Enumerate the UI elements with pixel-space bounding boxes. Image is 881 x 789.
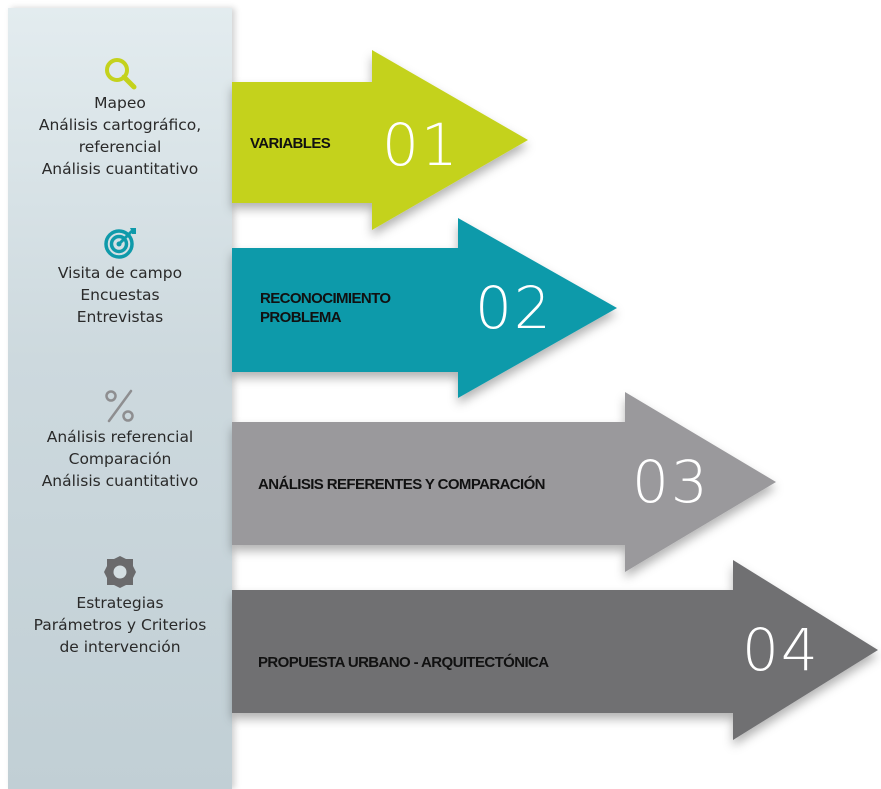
step-arrow-02: RECONOCIMIENTO PROBLEMA 02 xyxy=(232,218,617,398)
side-line: Visita de campo xyxy=(57,264,183,282)
percent-icon xyxy=(105,389,134,423)
side-block-mapeo: Mapeo Análisis cartográfico, referencial… xyxy=(8,56,232,180)
step-number: 02 xyxy=(475,274,553,342)
arrow-shape xyxy=(232,218,617,398)
side-line: Análisis referencial xyxy=(46,428,194,446)
left-panel xyxy=(8,8,232,789)
side-line: Análisis cuantitativo xyxy=(41,472,199,490)
side-line: Mapeo xyxy=(94,94,146,112)
step-arrow-04: PROPUESTA URBANO - ARQUITECTÓNICA 04 xyxy=(232,560,878,740)
step-label: PROBLEMA xyxy=(260,309,342,326)
arrow-shape xyxy=(232,392,776,572)
target-icon xyxy=(104,228,136,259)
side-block-referencial: Análisis referencial Comparación Análisi… xyxy=(8,388,232,492)
side-line: Encuestas xyxy=(80,286,160,304)
step-label: VARIABLES xyxy=(250,135,331,152)
side-block-campo: Visita de campo Encuestas Entrevistas xyxy=(8,226,232,328)
side-line: referencial xyxy=(78,138,162,156)
side-line: Estrategias xyxy=(76,594,164,612)
step-label: RECONOCIMIENTO xyxy=(260,290,391,307)
magnifier-icon xyxy=(105,58,137,90)
side-line: Entrevistas xyxy=(76,308,164,326)
arrow-shape xyxy=(232,560,878,740)
side-line: de intervención xyxy=(59,638,181,656)
side-line: Parámetros y Criterios xyxy=(33,616,207,634)
gear-icon xyxy=(104,556,136,588)
side-block-estrategias: Estrategias Parámetros y Criterios de in… xyxy=(8,554,232,658)
arrow-shape xyxy=(232,50,528,230)
side-line: Comparación xyxy=(68,450,172,468)
step-number: 01 xyxy=(382,111,460,179)
step-label: PROPUESTA URBANO - ARQUITECTÓNICA xyxy=(258,653,549,671)
side-line: Análisis cuantitativo xyxy=(41,160,199,178)
step-number: 04 xyxy=(742,616,820,684)
step-number: 03 xyxy=(632,448,710,516)
step-arrow-03: ANÁLISIS REFERENTES Y COMPARACIÓN 03 xyxy=(232,392,776,572)
step-label: ANÁLISIS REFERENTES Y COMPARACIÓN xyxy=(258,475,545,493)
side-line: Análisis cartográfico, xyxy=(38,116,202,134)
step-arrow-01: VARIABLES 01 xyxy=(232,50,528,230)
